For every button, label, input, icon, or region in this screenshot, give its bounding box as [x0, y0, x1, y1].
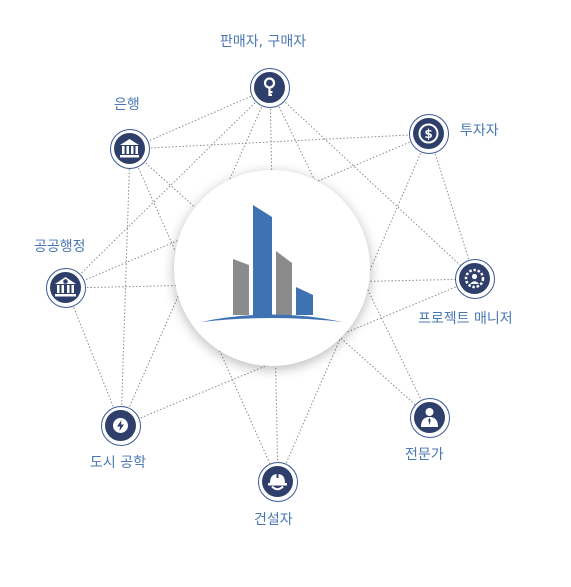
hard-hat-icon	[268, 473, 287, 491]
government-building-icon	[55, 277, 76, 297]
node-label-urban-engineering: 도시 공학	[90, 455, 146, 471]
node-expert[interactable]	[410, 398, 450, 438]
node-disc	[254, 72, 285, 103]
node-disc	[50, 272, 81, 303]
node-label-investor: 투자자	[460, 123, 499, 139]
lightning-icon	[113, 418, 128, 433]
node-disc	[105, 410, 136, 441]
project-manager-gear-icon	[464, 268, 485, 289]
businessman-icon	[421, 408, 438, 427]
node-project-manager[interactable]	[455, 259, 495, 299]
connection-line	[129, 133, 430, 150]
node-label-bank: 은행	[114, 97, 140, 113]
connection-line	[65, 278, 476, 289]
node-disc	[459, 263, 490, 294]
node-disc: $	[413, 118, 444, 149]
node-disc	[262, 466, 293, 497]
connection-line	[428, 133, 476, 280]
node-seller-buyer[interactable]	[250, 68, 290, 108]
connection-line	[129, 148, 431, 419]
key-icon	[263, 77, 276, 96]
center-hub	[174, 170, 370, 366]
city-buildings-logo-icon	[201, 205, 343, 322]
node-label-public-administration: 공공행정	[34, 239, 86, 255]
node-label-seller-buyer: 판매자, 구매자	[220, 34, 307, 50]
bank-icon	[120, 139, 139, 158]
node-disc	[414, 402, 445, 433]
connection-line	[120, 278, 476, 427]
dollar-coin-icon: $	[418, 123, 439, 144]
node-investor[interactable]: $	[409, 114, 449, 154]
node-label-builder: 건설자	[254, 512, 293, 528]
svg-text:$: $	[424, 127, 432, 141]
node-bank[interactable]	[110, 129, 150, 169]
node-label-expert: 전문가	[405, 447, 444, 463]
connection-line	[120, 148, 131, 427]
connection-line	[65, 87, 271, 289]
connection-line	[269, 87, 476, 280]
node-urban-engineering[interactable]	[101, 406, 141, 446]
node-public-administration[interactable]	[46, 268, 86, 308]
connection-line	[129, 87, 271, 150]
node-disc	[114, 133, 145, 164]
node-builder[interactable]	[258, 462, 298, 502]
connection-line	[65, 287, 122, 427]
node-label-project-manager: 프로젝트 매니저	[418, 311, 513, 327]
